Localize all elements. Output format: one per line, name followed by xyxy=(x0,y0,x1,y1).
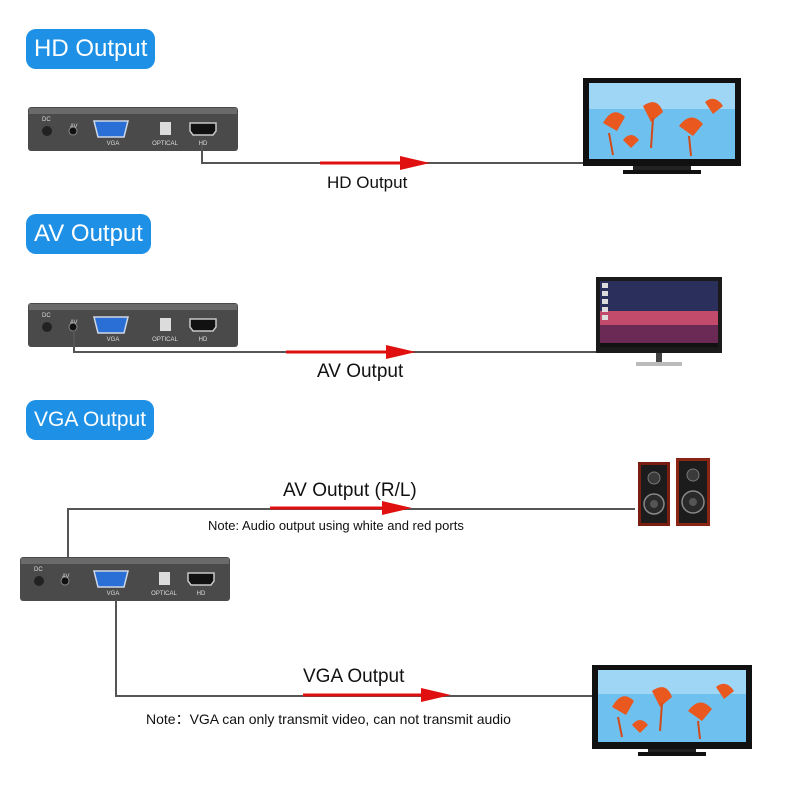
connector-line xyxy=(115,600,117,696)
dc-port-icon xyxy=(42,126,52,136)
section-badge-vga-output: VGA Output xyxy=(26,400,155,440)
hd-port-icon xyxy=(189,122,217,136)
direction-arrow xyxy=(270,501,412,515)
direction-arrow xyxy=(286,345,416,359)
port-label-vga: VGA xyxy=(107,337,120,343)
vga-port-icon xyxy=(93,316,129,334)
optical-port-icon xyxy=(159,572,170,585)
port-label-vga: VGA xyxy=(107,141,120,147)
dc-port-icon xyxy=(34,576,44,586)
hd-port-icon xyxy=(189,318,217,332)
port-label-hd: HD xyxy=(199,337,208,343)
hd-port-icon xyxy=(187,572,215,586)
video-connection-label: VGA Output xyxy=(303,666,405,687)
tv-box-device: DC AV VGA OPTICAL HD xyxy=(28,303,238,347)
connection-label: HD Output xyxy=(327,173,408,192)
av-port-icon xyxy=(60,576,70,586)
port-label-dc: DC xyxy=(42,313,51,319)
dc-port-icon xyxy=(42,322,52,332)
connection-label: AV Output xyxy=(317,361,404,382)
av-port-icon xyxy=(68,126,78,136)
port-label-dc: DC xyxy=(34,567,43,573)
port-label-dc: DC xyxy=(42,117,51,123)
vga-port-icon xyxy=(93,570,129,588)
port-label-optical: OPTICAL xyxy=(151,591,177,597)
section-badge-hd-output: HD Output xyxy=(26,29,156,69)
tv-box-device: DC AV VGA OPTICAL HD xyxy=(20,557,230,601)
pc-monitor-icon xyxy=(596,277,722,366)
port-label-optical: OPTICAL xyxy=(152,337,178,343)
port-label-hd: HD xyxy=(199,141,208,147)
speakers-icon xyxy=(638,458,710,526)
vga-port-icon xyxy=(93,120,129,138)
direction-arrow xyxy=(303,688,451,702)
audio-connection-label: AV Output (R/L) xyxy=(283,480,417,501)
port-label-optical: OPTICAL xyxy=(152,141,178,147)
port-label-vga: VGA xyxy=(107,591,120,597)
tv-box-device: DC AV VGA OPTICAL HD xyxy=(28,107,238,151)
tv-monitor-icon xyxy=(583,78,741,174)
optical-port-icon xyxy=(160,318,171,331)
video-note: Note：VGA can only transmit video, can no… xyxy=(146,711,511,727)
port-label-hd: HD xyxy=(197,591,206,597)
connector-line xyxy=(201,145,203,163)
tv-monitor-icon xyxy=(592,665,752,756)
audio-note: Note: Audio output using white and red p… xyxy=(208,518,464,533)
section-badge-av-output: AV Output xyxy=(26,214,151,254)
optical-port-icon xyxy=(160,122,171,135)
direction-arrow xyxy=(320,156,430,170)
connector-line xyxy=(67,508,69,560)
connector-line xyxy=(73,330,75,352)
